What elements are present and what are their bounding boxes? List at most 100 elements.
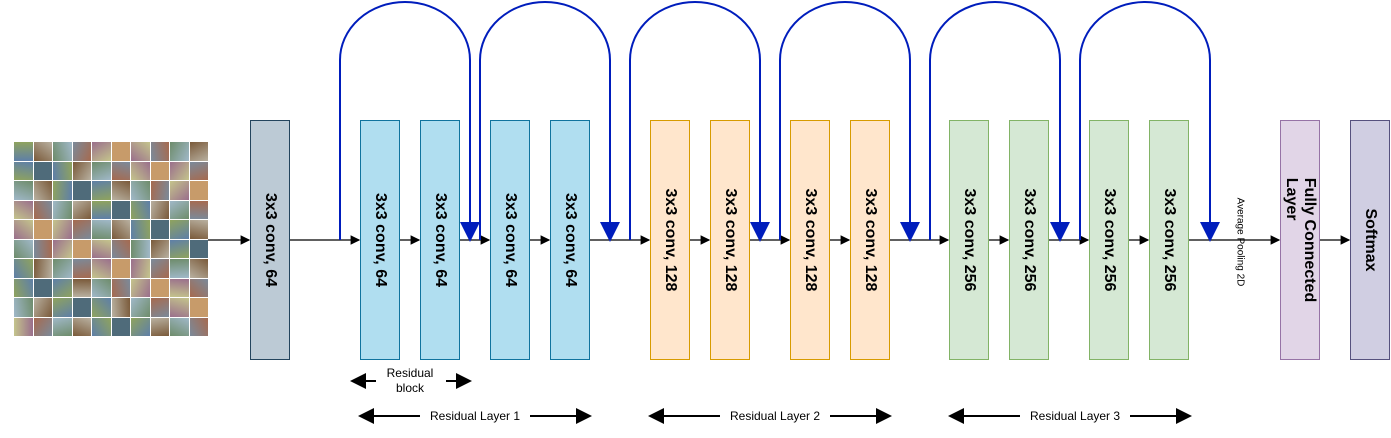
dataset-sample-image xyxy=(33,278,52,297)
dataset-sample-image xyxy=(53,220,72,239)
dataset-sample-image xyxy=(14,220,33,239)
dataset-sample-grid xyxy=(14,142,208,336)
dataset-sample-image xyxy=(72,200,91,219)
dataset-sample-image xyxy=(189,239,208,258)
dataset-sample-image xyxy=(131,259,150,278)
dataset-sample-image xyxy=(150,181,169,200)
dataset-sample-image xyxy=(33,161,52,180)
dataset-sample-image xyxy=(189,259,208,278)
conv-layer: 3x3 conv, 256 xyxy=(949,120,989,360)
dataset-sample-image xyxy=(92,259,111,278)
dataset-sample-image xyxy=(14,161,33,180)
layer-label: Fully Connected Layer xyxy=(1283,177,1318,303)
dataset-sample-image xyxy=(53,259,72,278)
dataset-sample-image xyxy=(111,259,130,278)
dataset-sample-image xyxy=(92,239,111,258)
residual-layer-3-label: Residual Layer 3 xyxy=(1030,409,1121,423)
conv-layer: 3x3 conv, 64 xyxy=(490,120,530,360)
dataset-sample-image xyxy=(170,317,189,336)
dataset-sample-image xyxy=(92,161,111,180)
dataset-sample-image xyxy=(150,298,169,317)
dataset-sample-image xyxy=(170,278,189,297)
dataset-sample-image xyxy=(72,259,91,278)
dataset-sample-image xyxy=(150,220,169,239)
dataset-sample-image xyxy=(72,298,91,317)
conv-layer: 3x3 conv, 128 xyxy=(710,120,750,360)
conv-layer: 3x3 conv, 64 xyxy=(550,120,590,360)
dataset-sample-image xyxy=(150,259,169,278)
dataset-sample-image xyxy=(111,298,130,317)
dataset-sample-image xyxy=(72,278,91,297)
conv-layer: 3x3 conv, 128 xyxy=(850,120,890,360)
dataset-sample-image xyxy=(14,142,33,161)
skip-connection xyxy=(1079,1,1220,242)
dataset-sample-image xyxy=(14,200,33,219)
dataset-sample-image xyxy=(14,278,33,297)
dataset-sample-image xyxy=(131,181,150,200)
dataset-sample-image xyxy=(14,239,33,258)
layer-label: 3x3 conv, 256 xyxy=(1101,188,1118,292)
layer-label: 3x3 conv, 256 xyxy=(1021,188,1038,292)
skip-connection xyxy=(339,1,480,242)
dataset-sample-image xyxy=(92,298,111,317)
dataset-sample-image xyxy=(111,142,130,161)
dataset-sample-image xyxy=(14,181,33,200)
dataset-sample-image xyxy=(92,142,111,161)
layer-label: 3x3 conv, 64 xyxy=(372,193,389,287)
dataset-sample-image xyxy=(111,239,130,258)
skip-connection xyxy=(629,1,770,242)
dataset-sample-image xyxy=(131,200,150,219)
layer-label: 3x3 conv, 128 xyxy=(722,188,739,292)
dataset-sample-image xyxy=(189,278,208,297)
dataset-sample-image xyxy=(170,142,189,161)
dataset-sample-image xyxy=(189,220,208,239)
average-pooling-label: Average Pooling 2D xyxy=(1234,197,1246,287)
residual-layer-2-label: Residual Layer 2 xyxy=(730,409,821,423)
dataset-sample-image xyxy=(189,200,208,219)
dataset-sample-image xyxy=(53,200,72,219)
dataset-sample-image xyxy=(131,239,150,258)
layer-label: 3x3 conv, 64 xyxy=(502,193,519,287)
dataset-sample-image xyxy=(14,317,33,336)
skip-connection xyxy=(929,1,1070,242)
dataset-sample-image xyxy=(150,317,169,336)
dataset-sample-image xyxy=(189,142,208,161)
dataset-sample-image xyxy=(53,161,72,180)
conv-layer: 3x3 conv, 64 xyxy=(250,120,290,360)
dataset-sample-image xyxy=(131,220,150,239)
dataset-sample-image xyxy=(189,298,208,317)
skip-connection xyxy=(779,1,920,242)
dataset-sample-image xyxy=(111,200,130,219)
dataset-sample-image xyxy=(131,298,150,317)
dataset-sample-image xyxy=(33,200,52,219)
dataset-sample-image xyxy=(53,181,72,200)
dataset-sample-image xyxy=(33,298,52,317)
layer-label: 3x3 conv, 64 xyxy=(562,193,579,287)
conv-layer: 3x3 conv, 256 xyxy=(1009,120,1049,360)
layer-label: 3x3 conv, 64 xyxy=(262,193,279,287)
dataset-sample-image xyxy=(72,239,91,258)
dataset-sample-image xyxy=(33,142,52,161)
dataset-sample-image xyxy=(150,142,169,161)
dataset-sample-image xyxy=(53,317,72,336)
dataset-sample-image xyxy=(92,220,111,239)
dataset-sample-image xyxy=(131,278,150,297)
dataset-sample-image xyxy=(170,298,189,317)
dataset-sample-image xyxy=(111,161,130,180)
dataset-sample-image xyxy=(14,298,33,317)
dataset-sample-image xyxy=(92,200,111,219)
conv-layer: 3x3 conv, 64 xyxy=(420,120,460,360)
skip-connection xyxy=(479,1,620,242)
dataset-sample-image xyxy=(33,259,52,278)
dataset-sample-image xyxy=(72,220,91,239)
dataset-sample-image xyxy=(111,278,130,297)
conv-layer: 3x3 conv, 64 xyxy=(360,120,400,360)
dataset-sample-image xyxy=(150,278,169,297)
conv-layer: 3x3 conv, 128 xyxy=(650,120,690,360)
dataset-sample-image xyxy=(170,239,189,258)
softmax-layer: Softmax xyxy=(1350,120,1390,360)
dataset-sample-image xyxy=(14,259,33,278)
dataset-sample-image xyxy=(72,161,91,180)
